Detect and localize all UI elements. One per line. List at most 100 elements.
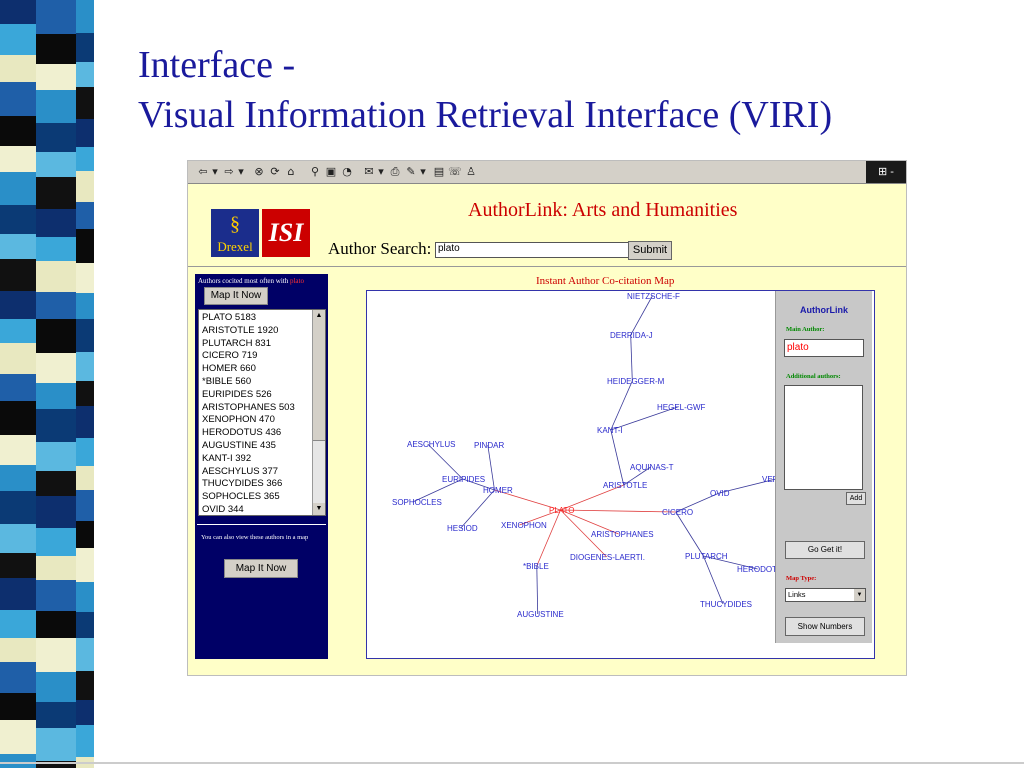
map-link-plato-cicero xyxy=(560,509,676,513)
list-item[interactable]: XENOPHON 470 xyxy=(202,414,275,426)
print-icon[interactable]: ⎙ xyxy=(390,165,400,178)
map-link-nietzsche-derrida xyxy=(630,295,653,336)
list-item[interactable]: EURIPIDES 526 xyxy=(202,388,272,400)
map-link-heidegger-kant xyxy=(610,380,633,431)
map-node-aristophanes[interactable]: ARISTOPHANES xyxy=(591,530,654,539)
map-link-derrida-heidegger xyxy=(630,334,633,382)
forward-dropdown-icon[interactable]: ▾ xyxy=(238,165,244,178)
map-node-euripides[interactable]: EURIPIDES xyxy=(442,475,485,484)
map-node-homer[interactable]: HOMER xyxy=(483,486,513,495)
go-get-it-button[interactable]: Go Get it! xyxy=(785,541,865,559)
search-icon[interactable]: ⚲ xyxy=(310,165,320,178)
map-link-cicero-plutarch xyxy=(675,511,704,557)
map-node-cicero[interactable]: CICERO xyxy=(662,508,693,517)
list-item[interactable]: PLUTARCH 831 xyxy=(202,337,271,349)
map-link-plato-aristophanes xyxy=(560,509,619,535)
submit-button[interactable]: Submit xyxy=(628,241,672,260)
map-node-derrida[interactable]: DERRIDA-J xyxy=(610,331,653,340)
map-node-herodotus[interactable]: HERODOTUS xyxy=(737,565,788,574)
list-item[interactable]: *BIBLE 560 xyxy=(202,375,252,387)
favorites-icon[interactable]: ▣ xyxy=(325,165,337,178)
list-item[interactable]: AESCHYLUS 377 xyxy=(202,465,279,477)
history-icon[interactable]: ◔ xyxy=(342,165,352,178)
stripe-block xyxy=(36,442,76,471)
messenger-icon[interactable]: ☏ xyxy=(448,165,462,178)
mail-icon[interactable]: ✉ xyxy=(364,165,374,178)
back-dropdown-icon[interactable]: ▾ xyxy=(212,165,218,178)
discuss-icon[interactable]: ▤ xyxy=(433,165,445,178)
stripe-block xyxy=(76,119,94,147)
map-node-hegel[interactable]: HEGEL-GWF xyxy=(657,403,706,412)
edit-dropdown-icon[interactable]: ▾ xyxy=(420,165,426,178)
map-node-thucydides[interactable]: THUCYDIDES xyxy=(700,600,752,609)
list-item[interactable]: HERODOTUS 436 xyxy=(202,427,282,439)
main-author-input[interactable]: plato xyxy=(784,339,864,357)
map-node-aeschylus[interactable]: AESCHYLUS xyxy=(407,440,455,449)
map-node-xenophon[interactable]: XENOPHON xyxy=(501,521,547,530)
cocited-caption-prefix: Authors cocited most often with xyxy=(198,277,289,285)
scroll-down-icon[interactable]: ▼ xyxy=(313,503,325,515)
map-node-kant[interactable]: KANT-I xyxy=(597,426,623,435)
map-type-select[interactable]: Links ▼ xyxy=(785,588,866,602)
list-item[interactable]: PLATO 5183 xyxy=(202,312,257,323)
edit-icon[interactable]: ✎ xyxy=(406,165,416,178)
home-icon[interactable]: ⌂ xyxy=(287,165,295,178)
stripe-block xyxy=(76,466,94,490)
mail-dropdown-icon[interactable]: ▾ xyxy=(378,165,384,178)
stripe-block xyxy=(76,263,94,293)
map-link-plato-xenophon xyxy=(519,509,561,526)
add-button[interactable]: Add xyxy=(846,492,866,505)
back-icon[interactable]: ⇦ xyxy=(198,165,208,178)
list-scrollbar[interactable]: ▲ ▼ xyxy=(312,310,325,515)
scroll-thumb[interactable] xyxy=(313,322,325,441)
map-node-diogenes[interactable]: DIOGENES-LAERTI. xyxy=(570,553,645,562)
map-node-aquinas[interactable]: AQUINAS-T xyxy=(630,463,674,472)
list-item[interactable]: THUCYDIDES 366 xyxy=(202,478,283,490)
forward-icon[interactable]: ⇨ xyxy=(224,165,234,178)
map-node-heidegger[interactable]: HEIDEGGER-M xyxy=(607,377,665,386)
scroll-up-icon[interactable]: ▲ xyxy=(313,310,325,322)
map-node-hesiod[interactable]: HESIOD xyxy=(447,524,478,533)
map-node-plutarch[interactable]: PLUTARCH xyxy=(685,552,728,561)
stop-icon[interactable]: ⊗ xyxy=(254,165,264,178)
map-node-nietzsche[interactable]: NIETZSCHE-F xyxy=(627,292,680,301)
list-item[interactable]: ARISTOPHANES 503 xyxy=(202,401,295,413)
map-it-now-button-2[interactable]: Map It Now xyxy=(224,559,298,578)
map-node-aristotle[interactable]: ARISTOTLE xyxy=(603,481,647,490)
map-node-pindar[interactable]: PINDAR xyxy=(474,441,504,450)
map-node-plato[interactable]: PLATO xyxy=(549,506,575,515)
stripe-block xyxy=(0,578,36,610)
list-item[interactable]: OVID 344 xyxy=(202,503,244,515)
stripe-block xyxy=(0,435,36,465)
list-item[interactable]: CICERO 719 xyxy=(202,350,258,362)
chevron-down-icon[interactable]: ▼ xyxy=(854,589,865,601)
app-title: AuthorLink: Arts and Humanities xyxy=(468,199,738,221)
map-node-bible[interactable]: *BIBLE xyxy=(523,562,549,571)
map-it-now-button[interactable]: Map It Now xyxy=(204,287,268,305)
additional-authors-textarea[interactable] xyxy=(784,385,863,490)
stripe-block xyxy=(36,237,76,261)
stripe-block xyxy=(0,55,36,82)
stripe-block xyxy=(0,205,36,234)
map-node-augustine[interactable]: AUGUSTINE xyxy=(517,610,564,619)
stripe-column xyxy=(76,0,94,768)
list-item[interactable]: KANT-I 392 xyxy=(202,452,252,464)
list-item[interactable]: AUGUSTINE 435 xyxy=(202,439,276,451)
list-item[interactable]: HOMER 660 xyxy=(202,363,256,375)
authorlink-panel-title: AuthorLink xyxy=(800,305,848,315)
list-item[interactable]: ARISTOTLE 1920 xyxy=(202,324,279,336)
refresh-icon[interactable]: ⟳ xyxy=(270,165,280,178)
map-link-cicero-ovid xyxy=(675,492,720,513)
show-numbers-button[interactable]: Show Numbers xyxy=(785,617,865,636)
stripe-block xyxy=(76,171,94,202)
list-item[interactable]: SOPHOCLES 365 xyxy=(202,491,280,503)
stripe-block xyxy=(0,172,36,205)
user-icon[interactable]: ♙ xyxy=(466,165,476,178)
map-link-homer-hesiod xyxy=(460,489,495,529)
map-link-plato-bible xyxy=(536,509,561,567)
stripe-block xyxy=(76,521,94,548)
author-search-input[interactable]: plato xyxy=(435,242,629,258)
map-node-ovid[interactable]: OVID xyxy=(710,489,730,498)
map-node-sophocles[interactable]: SOPHOCLES xyxy=(392,498,442,507)
